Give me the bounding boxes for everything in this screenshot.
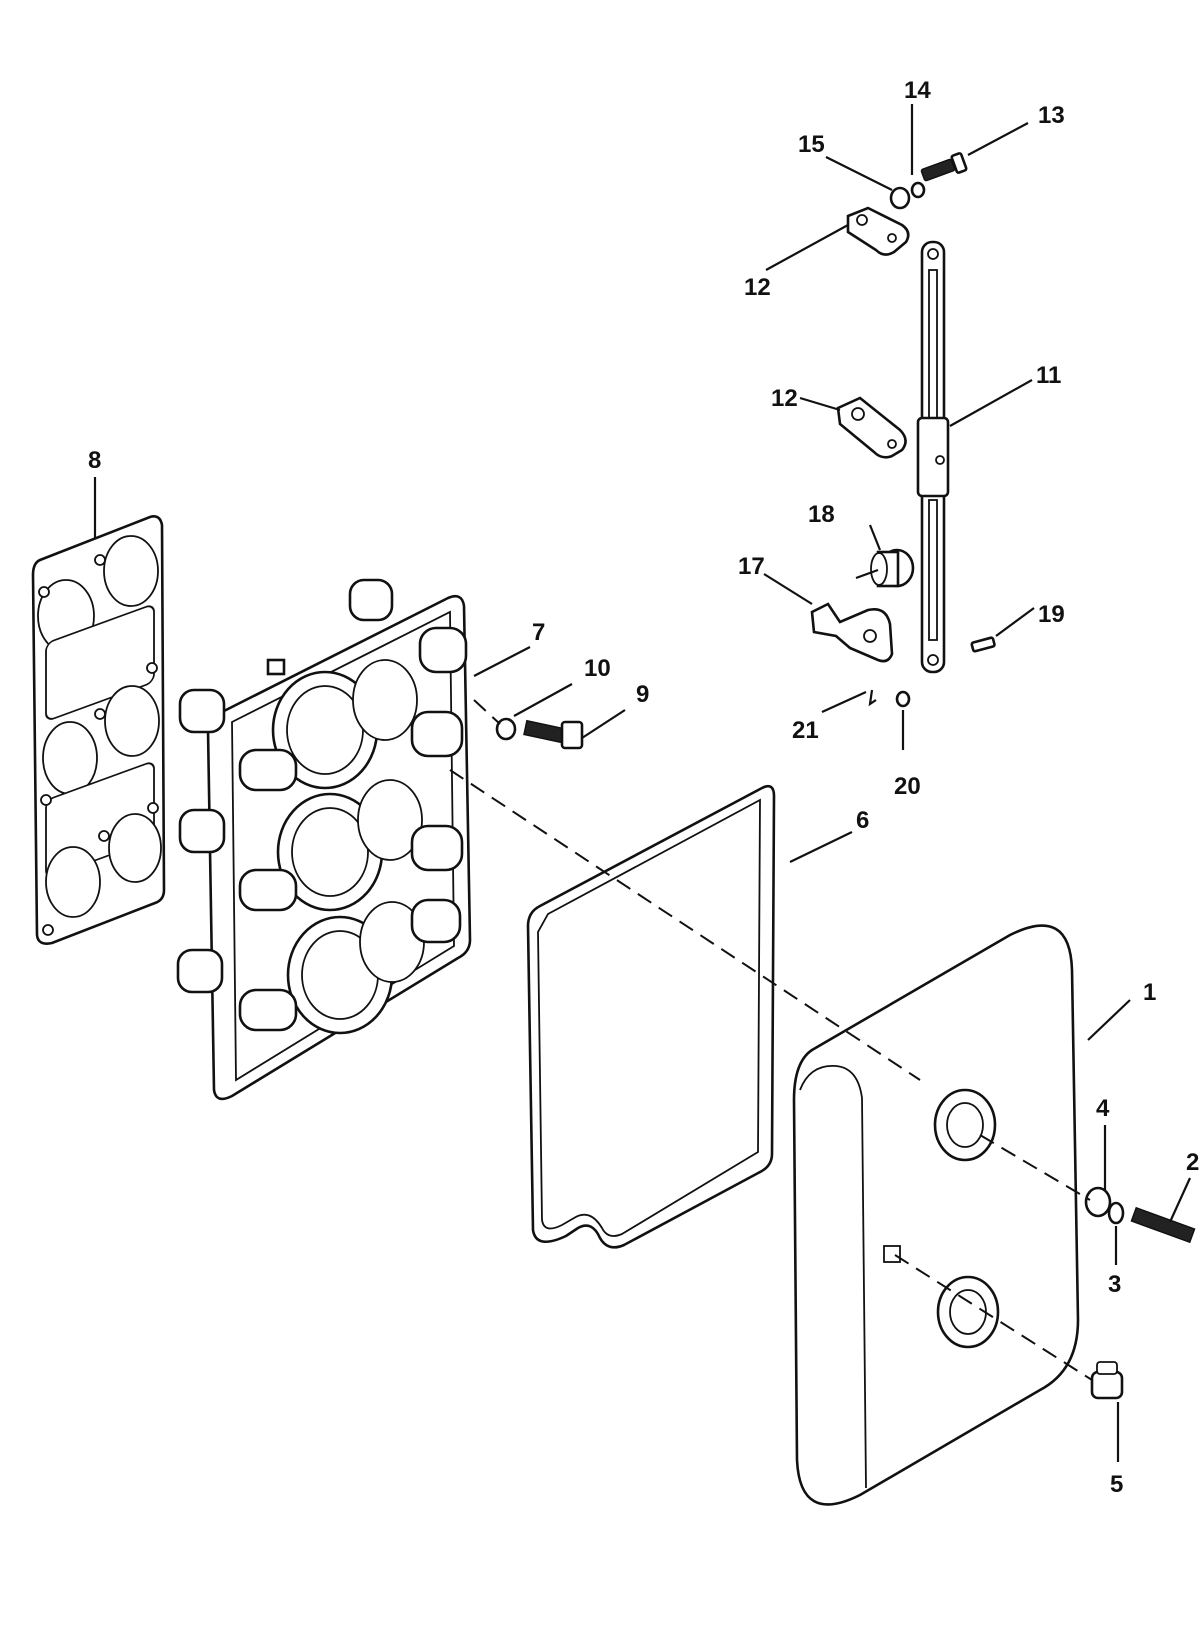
callout-2: 2 (1186, 1149, 1199, 1176)
callout-4: 4 (1096, 1095, 1110, 1122)
washer-part-10 (495, 717, 517, 741)
callout-12-lower: 12 (771, 385, 798, 412)
callout-7: 7 (532, 619, 545, 646)
lever-part-17 (810, 602, 894, 663)
callout-10: 10 (584, 655, 611, 682)
gasket-part-8 (31, 515, 166, 945)
callout-21: 21 (792, 717, 819, 744)
adaptor-plate-part-7 (176, 578, 472, 1101)
alignment-lines (449, 699, 1093, 1381)
lever-part-12-upper (846, 206, 910, 256)
leader-lines (93, 104, 1192, 1462)
washer-part-4 (1084, 1186, 1112, 1218)
callout-11: 11 (1036, 362, 1061, 389)
cover-part-1 (792, 924, 1080, 1506)
callout-19: 19 (1038, 601, 1065, 628)
washer-part-15 (889, 186, 911, 210)
lockwasher-part-3 (1107, 1201, 1125, 1225)
link-rod-part-11 (916, 240, 950, 674)
callout-14: 14 (904, 77, 931, 104)
callout-6: 6 (856, 807, 869, 834)
callout-12-upper: 12 (744, 274, 771, 301)
callout-17: 17 (738, 553, 765, 580)
callout-labels: 1 2 3 4 5 6 7 8 9 10 11 12 12 13 14 15 1… (88, 77, 1199, 1498)
cotter-pin-part-21 (868, 689, 877, 707)
lever-part-12-lower (836, 396, 907, 459)
callout-9: 9 (636, 681, 649, 708)
screw-part-13 (920, 152, 968, 182)
callout-5: 5 (1110, 1471, 1123, 1498)
callout-20: 20 (894, 773, 921, 800)
screw-part-2 (1130, 1206, 1196, 1244)
callout-1: 1 (1143, 979, 1156, 1006)
lockwasher-part-14 (910, 181, 926, 199)
callout-15: 15 (798, 131, 825, 158)
plug-part-5 (1090, 1361, 1124, 1400)
callout-3: 3 (1108, 1271, 1121, 1298)
roller-part-18 (855, 548, 915, 588)
screw-part-19 (970, 636, 996, 653)
screw-part-9 (523, 719, 584, 750)
seal-part-6 (526, 784, 776, 1249)
callout-8: 8 (88, 447, 101, 474)
callout-18: 18 (808, 501, 835, 528)
callout-13: 13 (1038, 102, 1065, 129)
washer-part-20 (895, 690, 911, 708)
